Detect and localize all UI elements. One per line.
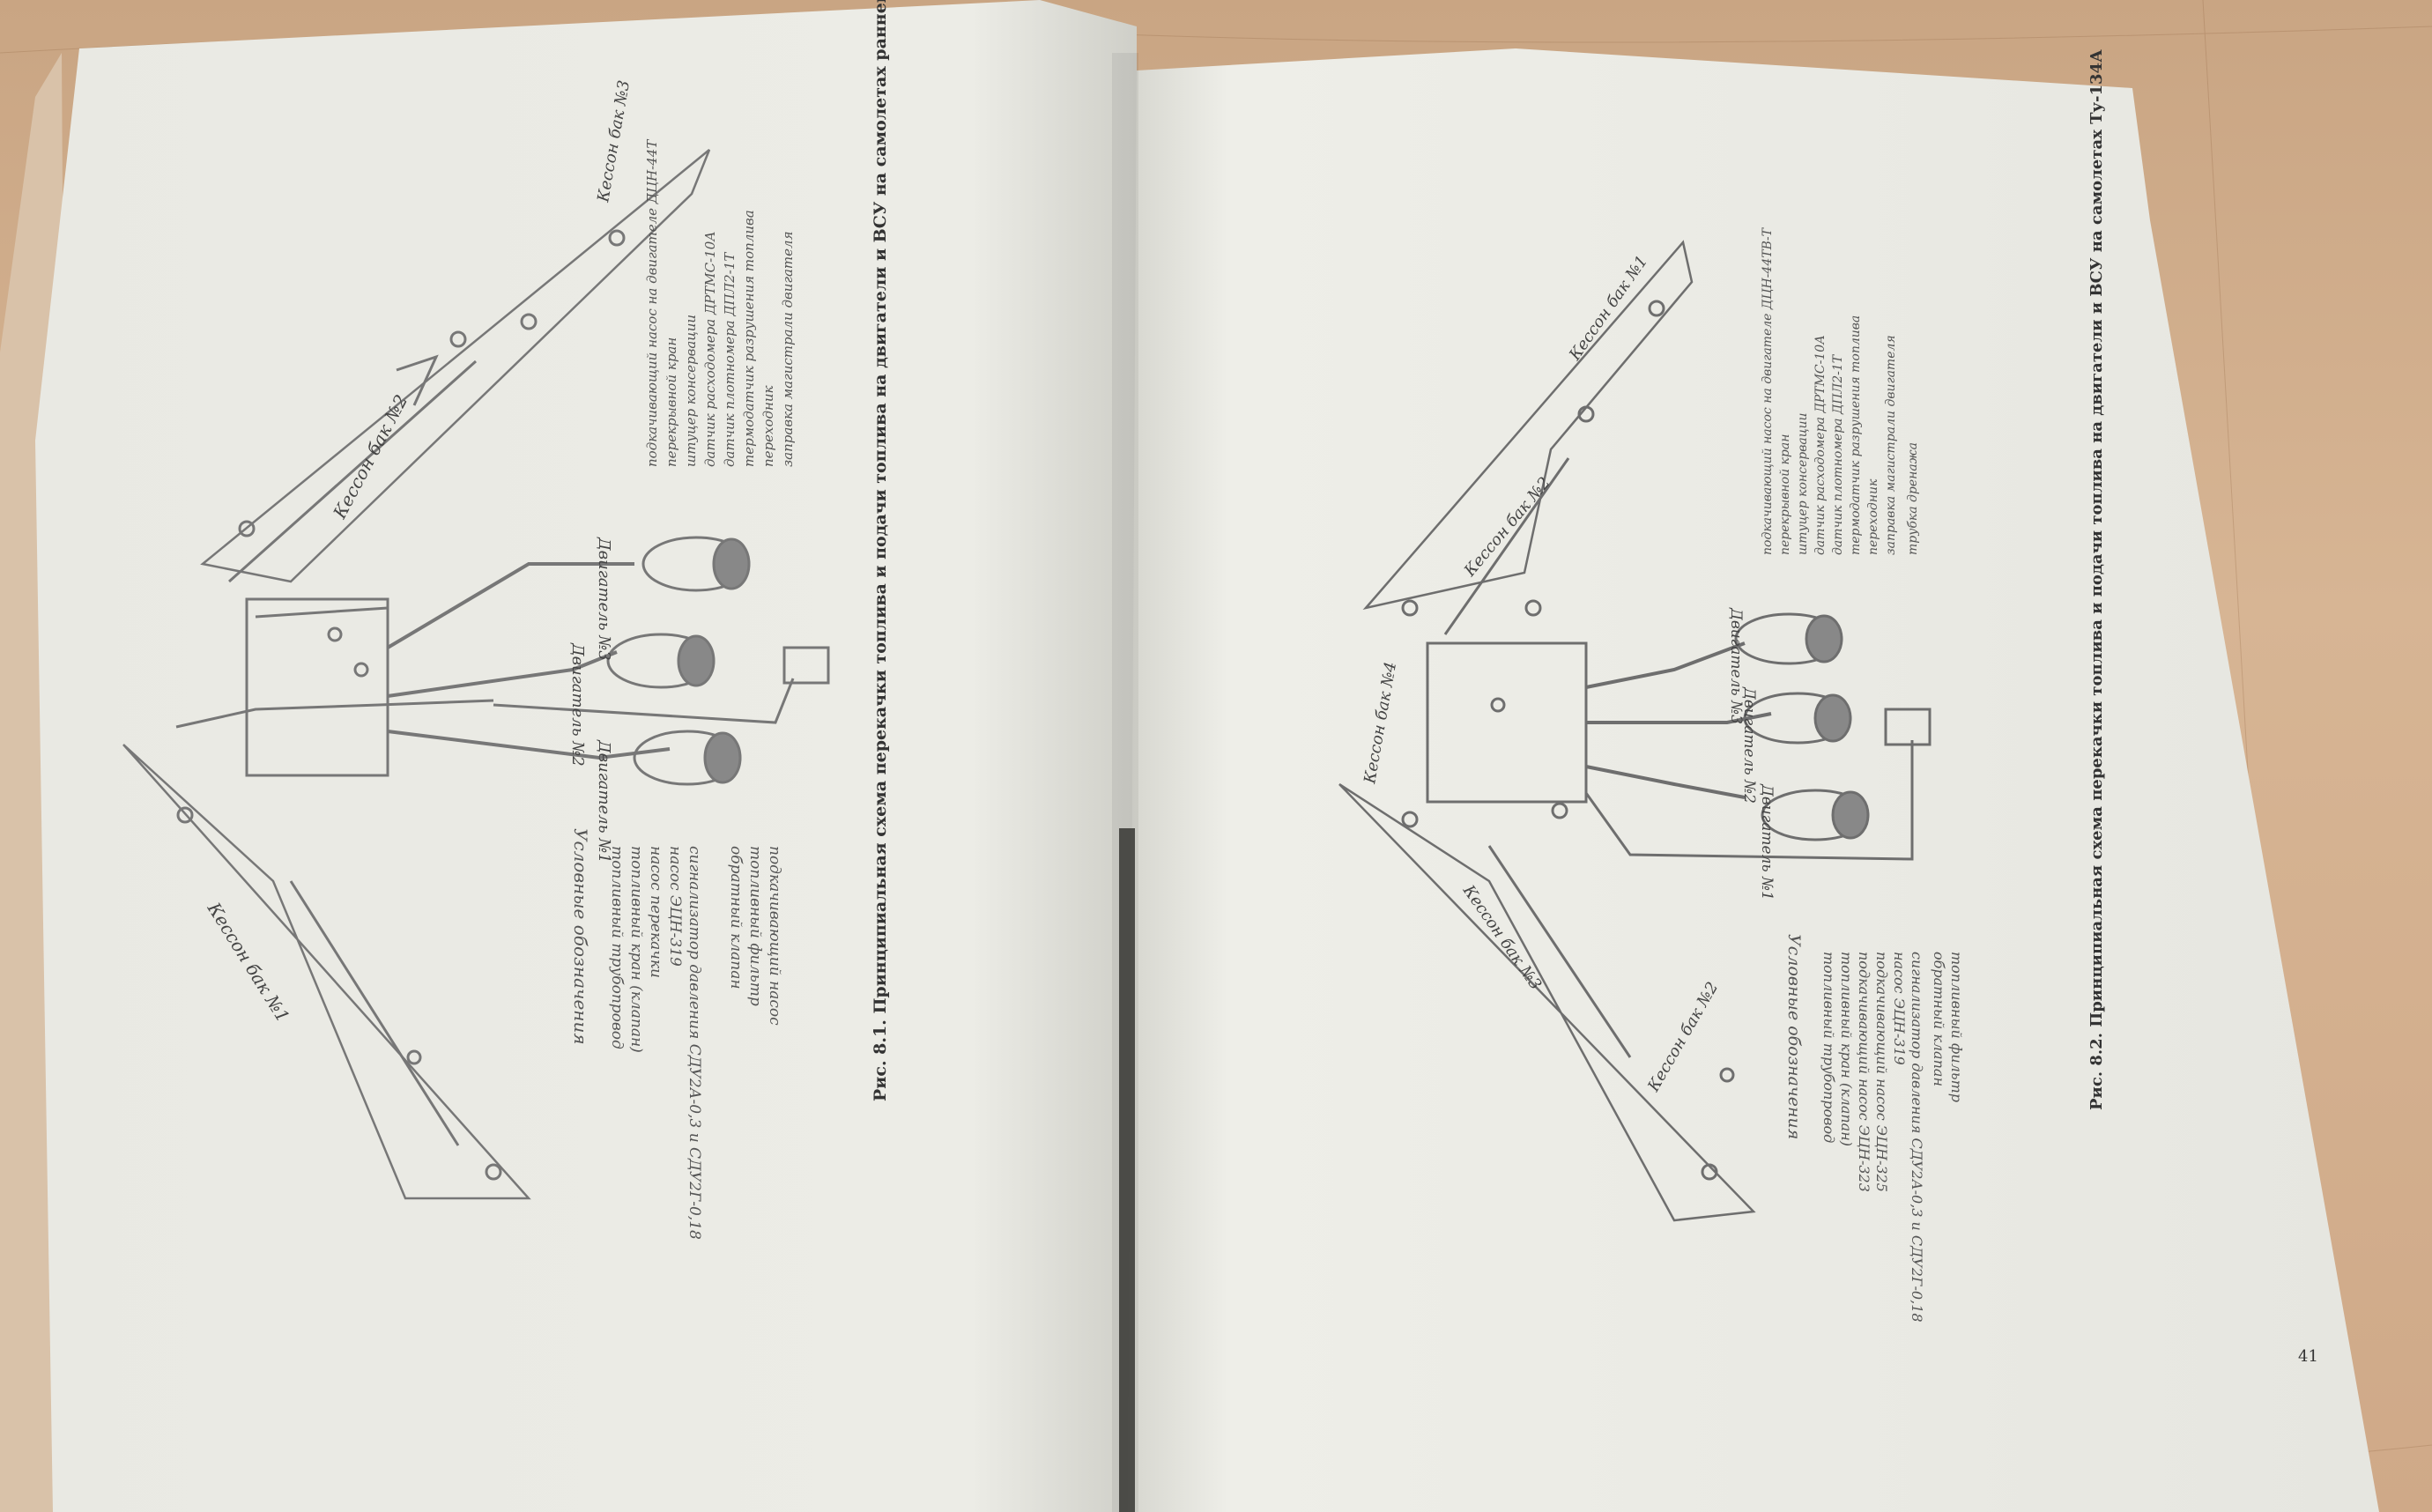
svg-text:заправка магистрали двигателя: заправка магистрали двигателя — [1884, 335, 1898, 555]
right-fuel-diagram — [1338, 240, 1932, 1222]
left-engine-3 — [641, 536, 751, 592]
right-legend-symbols: подкачивающий насос на двигателе ДЦН-44Т… — [1761, 226, 1920, 555]
svg-text:штуцер консервации: штуцер консервации — [683, 315, 699, 467]
svg-text:подкачивающий насос ЭЦН-325: подкачивающий насос ЭЦН-325 — [1873, 952, 1890, 1192]
svg-text:сигнализатор давления СДУ2А-0,: сигнализатор давления СДУ2А-0,3 и СДУ2Г-… — [686, 846, 703, 1240]
legend-title: Условные обозначения — [570, 828, 591, 1045]
svg-text:топливный трубопровод: топливный трубопровод — [1820, 952, 1837, 1143]
right-page — [1128, 48, 2379, 1512]
engine-label: Двигатель №1 — [595, 739, 613, 863]
svg-text:термодатчик разрушения топлива: термодатчик разрушения топлива — [1849, 315, 1863, 555]
svg-text:топливный кран (клапан): топливный кран (клапан) — [1838, 952, 1855, 1146]
svg-text:обратный клапан: обратный клапан — [727, 846, 745, 989]
svg-text:подкачивающий насос на двигате: подкачивающий насос на двигателе ДЦН-44Т — [644, 139, 660, 467]
svg-text:термодатчик разрушения топлива: термодатчик разрушения топлива — [741, 210, 757, 467]
left-figure-caption: Рис. 8.1. Принципиальная схема перекачки… — [871, 0, 890, 1101]
engine-label: Двигатель №3 — [1727, 607, 1745, 724]
svg-text:топливный трубопровод: топливный трубопровод — [608, 846, 626, 1049]
left-engine-1 — [633, 730, 742, 786]
engine-label: Двигатель №2 — [568, 642, 587, 767]
svg-text:трубка дренажа: трубка дренажа — [1906, 442, 1920, 555]
svg-text:подкачивающий насос: подкачивающий насос — [766, 846, 783, 1026]
legend-title: Условные обозначения — [1784, 934, 1804, 1139]
left-legend-symbols: подкачивающий насос на двигателе ДЦН-44Т… — [644, 139, 796, 467]
svg-text:насос перекачки: насос перекачки — [647, 846, 664, 978]
right-engine-2 — [1743, 692, 1852, 745]
svg-text:датчик плотномера ДПЛ2-1Т: датчик плотномера ДПЛ2-1Т — [1831, 353, 1845, 555]
svg-text:насос ЭЦН-319: насос ЭЦН-319 — [666, 846, 684, 967]
left-legend: Условные обозначения топливный трубопров… — [570, 828, 783, 1240]
svg-text:топливный кран (клапан): топливный кран (клапан) — [627, 846, 645, 1053]
svg-text:обратный клапан: обратный клапан — [1931, 952, 1947, 1086]
svg-text:датчик расходомера ДРТМС-10А: датчик расходомера ДРТМС-10А — [1813, 335, 1828, 555]
right-engine-1 — [1761, 789, 1870, 841]
svg-text:перекрывной кран: перекрывной кран — [664, 337, 679, 467]
svg-text:сигнализатор давления СДУ2А-0,: сигнализатор давления СДУ2А-0,3 и СДУ2Г-… — [1909, 952, 1925, 1323]
page-number: 41 — [2298, 1347, 2318, 1366]
svg-text:переходник: переходник — [1866, 478, 1880, 555]
svg-text:штуцер консервации: штуцер консервации — [1796, 412, 1810, 555]
svg-text:датчик плотномера ДПЛ2-1Т: датчик плотномера ДПЛ2-1Т — [722, 252, 738, 467]
svg-text:топливный фильтр: топливный фильтр — [746, 846, 764, 1006]
svg-text:заправка магистрали двигателя: заправка магистрали двигателя — [780, 231, 796, 467]
engine-label: Двигатель №1 — [1758, 783, 1776, 901]
right-legend: Условные обозначения топливный трубопров… — [1784, 934, 1965, 1323]
svg-text:топливный фильтр: топливный фильтр — [1948, 952, 1965, 1102]
left-fuel-diagram — [122, 149, 830, 1200]
right-figure-caption: Рис. 8.2. Принципиальная схема перекачки… — [2087, 49, 2106, 1110]
svg-text:подкачивающий насос ЭЦН-323: подкачивающий насос ЭЦН-323 — [1856, 952, 1872, 1192]
book-spine — [1119, 828, 1135, 1512]
engine-label: Двигатель №2 — [1740, 686, 1758, 804]
svg-text:переходник: переходник — [760, 385, 776, 467]
right-engine-3 — [1734, 612, 1843, 665]
engine-label: Двигатель №3 — [595, 537, 613, 661]
svg-text:датчик расходомера ДРТМС-10А: датчик расходомера ДРТМС-10А — [702, 231, 718, 467]
svg-text:подкачивающий насос на двигате: подкачивающий насос на двигателе ДЦН-44Т… — [1761, 226, 1775, 555]
svg-text:перекрывной кран: перекрывной кран — [1778, 434, 1792, 555]
svg-text:насос ЭЦН-319: насос ЭЦН-319 — [1891, 952, 1908, 1065]
left-engine-2 — [606, 633, 716, 689]
